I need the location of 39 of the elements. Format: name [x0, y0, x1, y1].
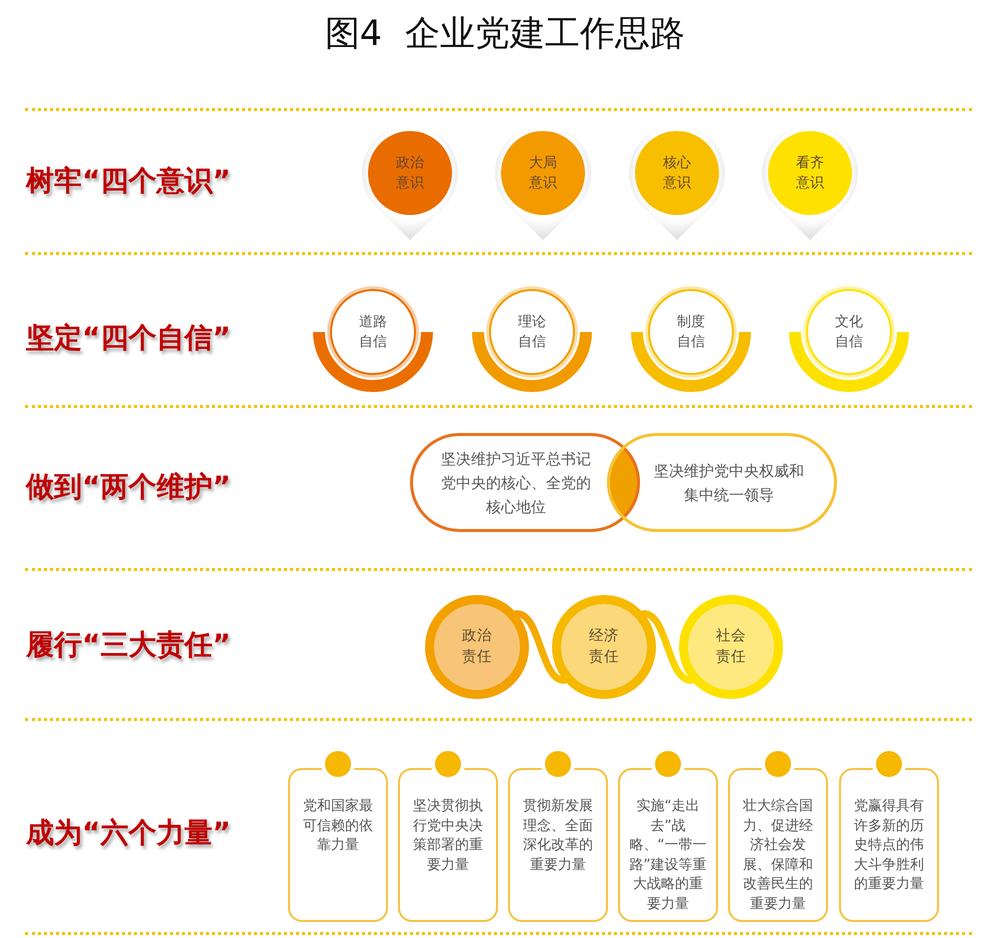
ring-badge	[472, 286, 592, 392]
row-heading: 成为“六个力量”	[26, 815, 231, 851]
page-title: 图4 企业党建工作思路	[324, 13, 686, 56]
card-text: 实施“走出去”战略、“一带一路”建设等重大战略的重要力量	[628, 797, 708, 914]
ring-badge	[313, 286, 433, 392]
card-text: 壮大综合国力、促进经济社会发展、保障和改善民生的重要力量	[742, 797, 814, 914]
card-text: 贯彻新发展理念、全面深化改革的重要力量	[522, 797, 594, 874]
frame-text: 坚决维护习近平总书记党中央的核心、全党的核心地位	[440, 448, 592, 518]
card-text: 党赢得具有许多新的历史特点的伟大斗争胜利的重要力量	[853, 797, 925, 894]
ring-label: 理论自信	[517, 313, 547, 352]
rounded-card	[288, 768, 388, 922]
ring-label: 文化自信	[834, 313, 864, 352]
ring-badge	[789, 286, 909, 392]
badge-label: 经济责任	[588, 626, 620, 667]
rounded-frame	[607, 433, 837, 532]
rounded-card	[618, 768, 718, 922]
rounded-card	[728, 768, 828, 922]
pin-label: 核心意识	[662, 154, 692, 193]
ring-label: 道路自信	[358, 313, 388, 352]
frame-text: 坚决维护党中央权威和集中统一领导	[653, 460, 805, 506]
pin-label: 看齐意识	[795, 154, 825, 193]
wave-connector	[513, 610, 568, 684]
ring-label: 制度自信	[676, 313, 706, 352]
pin-label: 政治意识	[395, 154, 425, 193]
rounded-card	[398, 768, 498, 922]
ring-badge	[631, 286, 751, 392]
rounded-card	[508, 768, 608, 922]
pin-label: 大局意识	[528, 154, 558, 193]
wave-connector	[640, 610, 695, 684]
card-text: 坚决贯彻执行党中央决策部署的重要力量	[412, 797, 484, 874]
badge-label: 政治责任	[461, 627, 493, 667]
row-heading: 坚定“四个自信”	[26, 320, 231, 356]
rounded-frame	[410, 433, 640, 532]
rounded-card	[839, 768, 939, 922]
row-heading: 履行“三大责任”	[26, 627, 231, 663]
card-text: 党和国家最可信赖的依靠力量	[302, 797, 374, 855]
row-heading: 做到“两个维护”	[26, 469, 231, 505]
row-heading: 树牢“四个意识”	[26, 163, 231, 199]
badge-label: 社会责任	[715, 627, 747, 667]
